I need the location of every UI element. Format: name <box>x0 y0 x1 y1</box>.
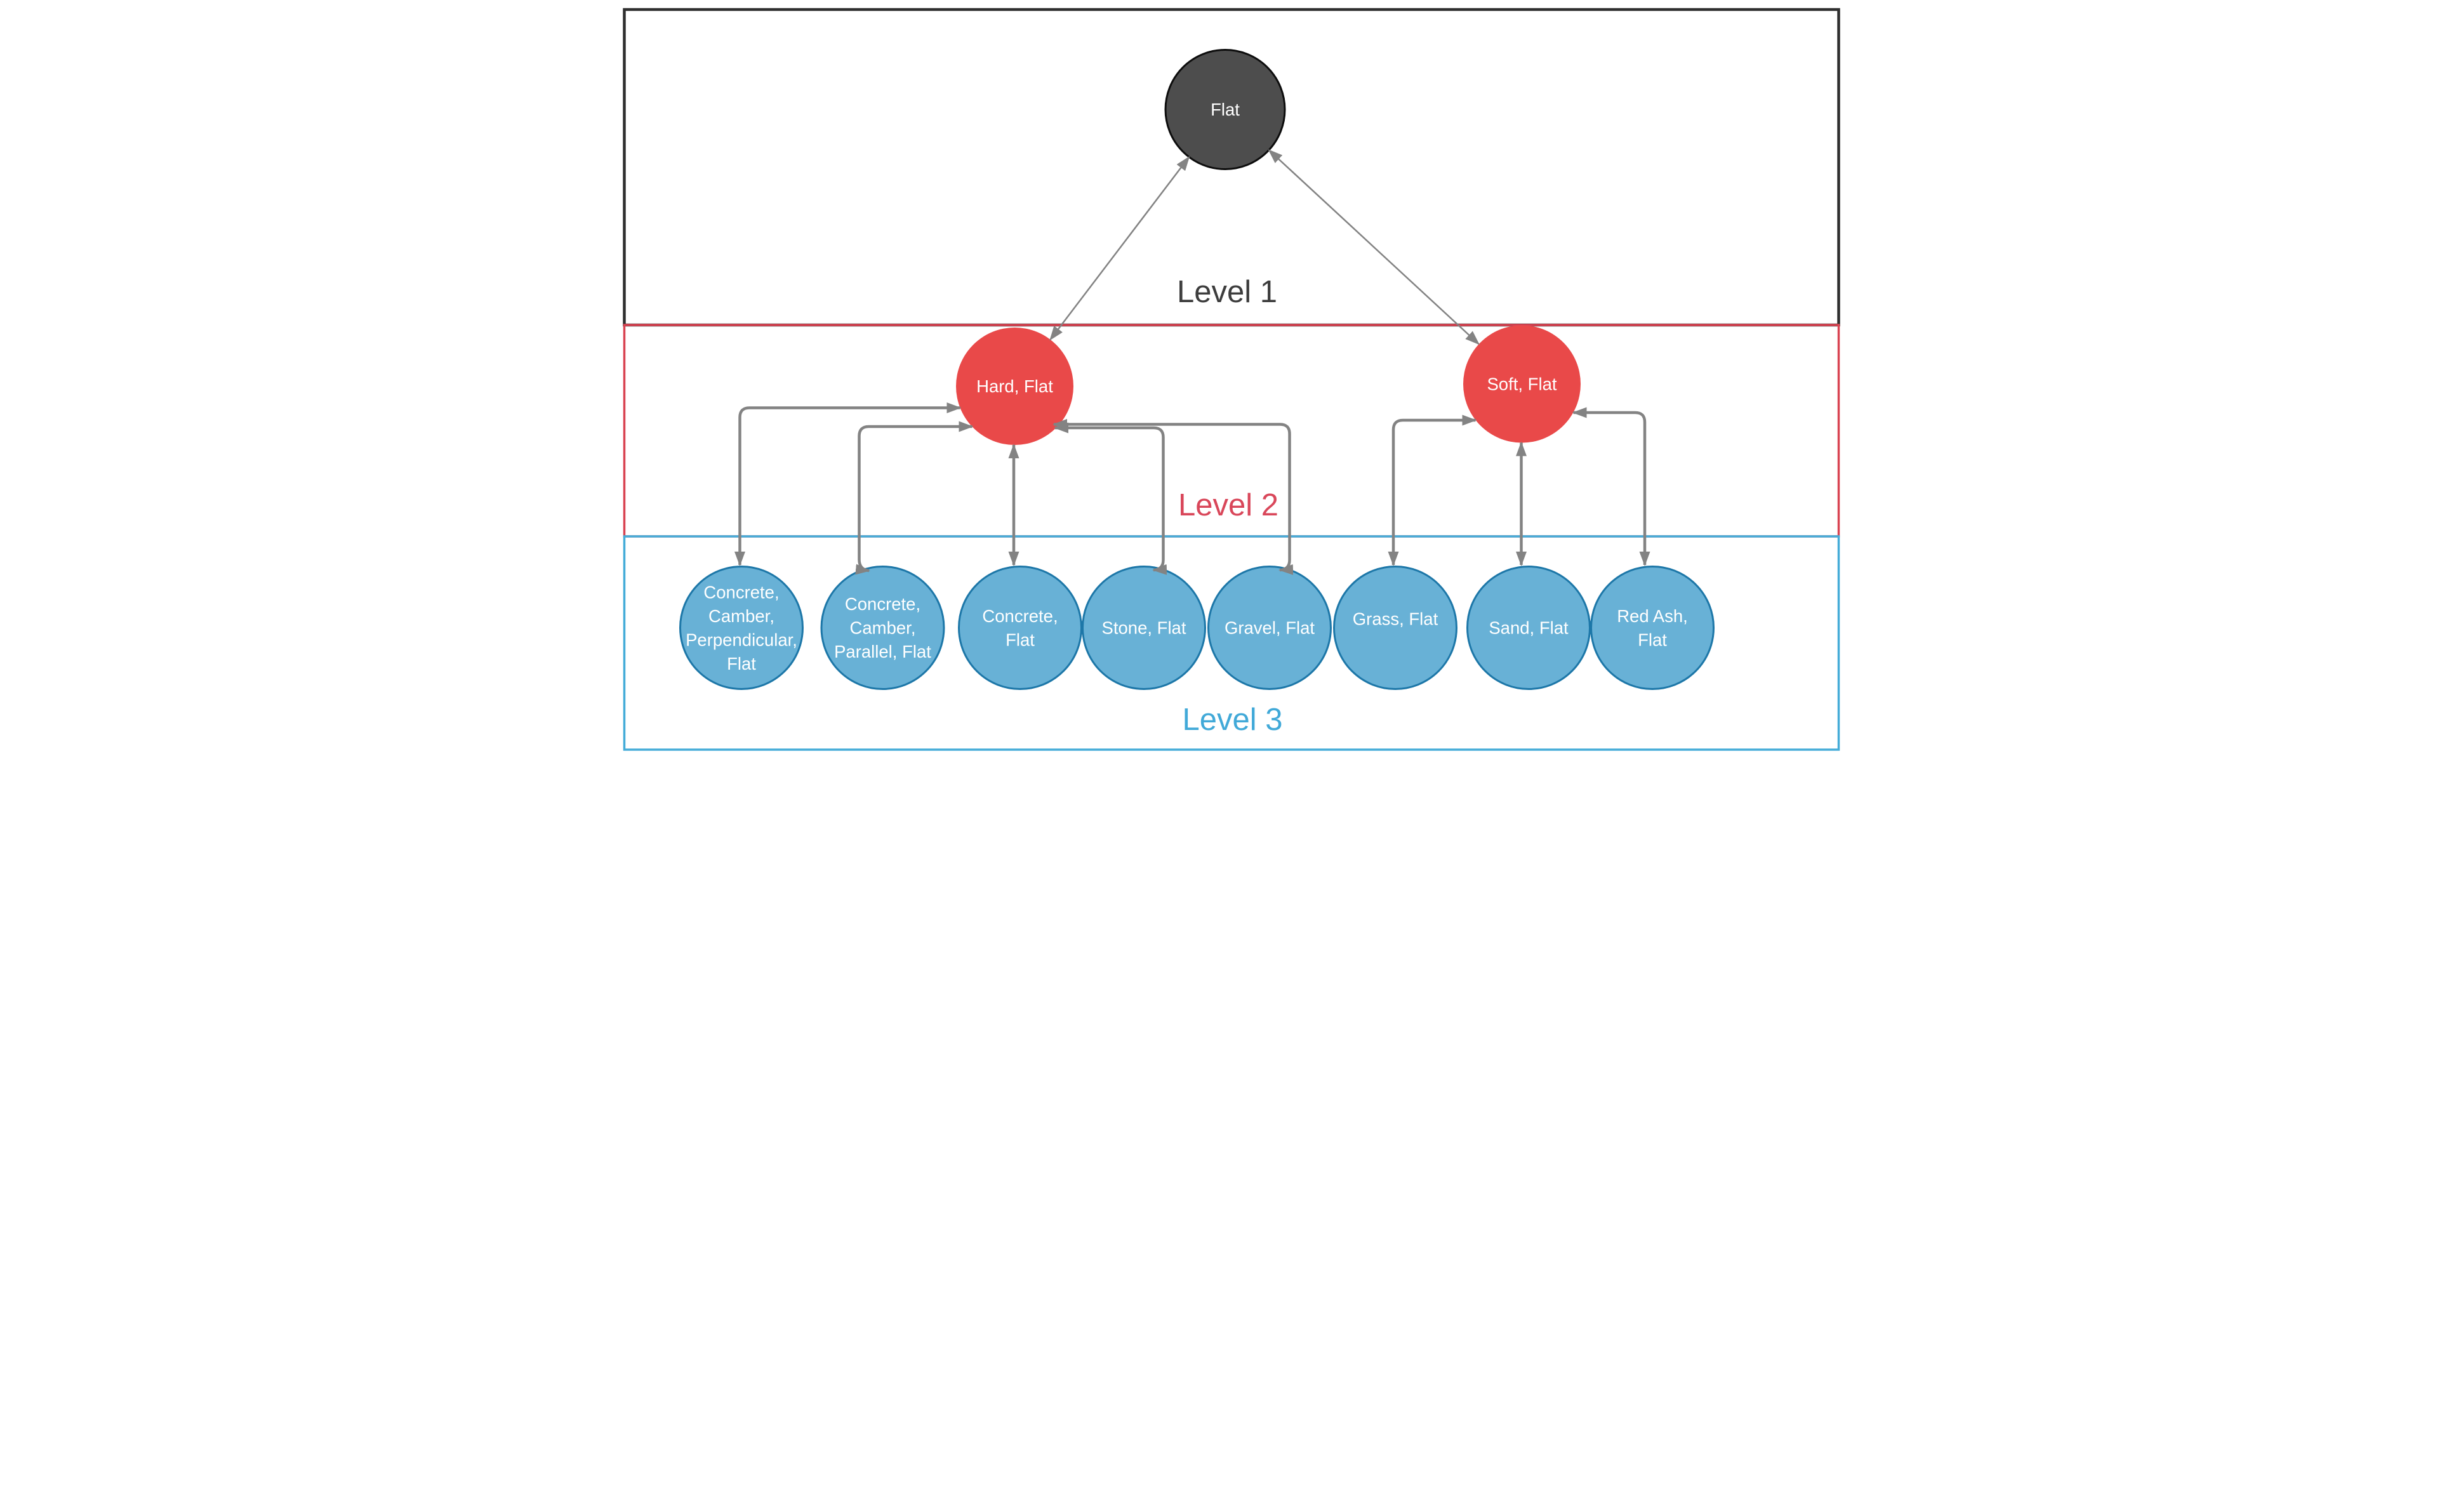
node-flat-label: Flat <box>1211 100 1240 119</box>
edge-stone-flat-to-hard-flat <box>1054 422 1167 575</box>
node-hard-flat-label: Hard, Flat <box>976 376 1053 396</box>
node-label-line: Flat <box>1638 630 1667 650</box>
node-label-line: Concrete, <box>703 583 779 602</box>
level-1-label: Level 1 <box>1177 275 1277 309</box>
level-3-label: Level 3 <box>1182 703 1282 737</box>
node-red-ash-flat-label: Red Ash, Flat <box>1617 606 1688 650</box>
level-2-label: Level 2 <box>1178 488 1278 522</box>
diagram-frame: Level 1 Level 2 Level 3 Flat Hard, F <box>616 0 1847 756</box>
node-label-line: Concrete, <box>982 606 1058 626</box>
node-red-ash-flat-circle <box>1590 566 1715 690</box>
node-label-line: Perpendicular, <box>686 630 797 650</box>
node-flat-circle <box>1164 49 1286 170</box>
node-hard-flat-circle <box>956 328 1073 445</box>
node-concrete-camber-perpendicular-flat-circle <box>679 566 804 690</box>
taxonomy-tree-diagram: Level 1 Level 2 Level 3 Flat Hard, F <box>616 0 1847 756</box>
node-label-line: Flat <box>727 654 756 673</box>
node-sand-flat-label: Sand, Flat <box>1489 618 1569 638</box>
node-concrete-camber-parallel-flat-label: Concrete, Camber, Parallel, Flat <box>834 594 931 661</box>
node-concrete-flat-label: Concrete, Flat <box>982 606 1058 650</box>
node-label-line: Flat <box>1006 630 1035 650</box>
node-label-line: Red Ash, <box>1617 606 1688 626</box>
node-label-line: Camber, <box>708 606 774 626</box>
node-label-line: Camber, <box>850 618 916 638</box>
node-stone-flat-label: Stone, Flat <box>1102 618 1186 638</box>
edge-concrete-camber-perpendicular-flat-to-hard-flat <box>734 402 962 566</box>
node-concrete-camber-perpendicular-flat-label: Concrete, Camber, Perpendicular, Flat <box>686 583 797 674</box>
edge-gravel-flat-to-hard-flat <box>1052 419 1294 575</box>
node-grass-flat-label: Grass, Flat <box>1353 609 1438 629</box>
node-label-line: Parallel, Flat <box>834 642 931 661</box>
node-sand-flat-circle <box>1466 566 1591 690</box>
node-gravel-flat-label: Gravel, Flat <box>1225 618 1315 638</box>
edge-grass-flat-to-soft-flat <box>1388 414 1477 566</box>
node-soft-flat-circle <box>1463 325 1581 443</box>
edge-concrete-camber-parallel-flat-to-hard-flat <box>855 421 974 575</box>
node-label-line: Concrete, <box>845 594 920 614</box>
edge-flat-to-soft-flat <box>1268 149 1480 345</box>
node-grass-flat-circle <box>1333 566 1457 690</box>
node-concrete-flat-circle <box>958 566 1082 690</box>
node-soft-flat-label: Soft, Flat <box>1487 375 1557 394</box>
edge-hard-flat-to-flat <box>1049 156 1190 341</box>
edge-red-ash-flat-to-soft-flat <box>1572 407 1650 566</box>
